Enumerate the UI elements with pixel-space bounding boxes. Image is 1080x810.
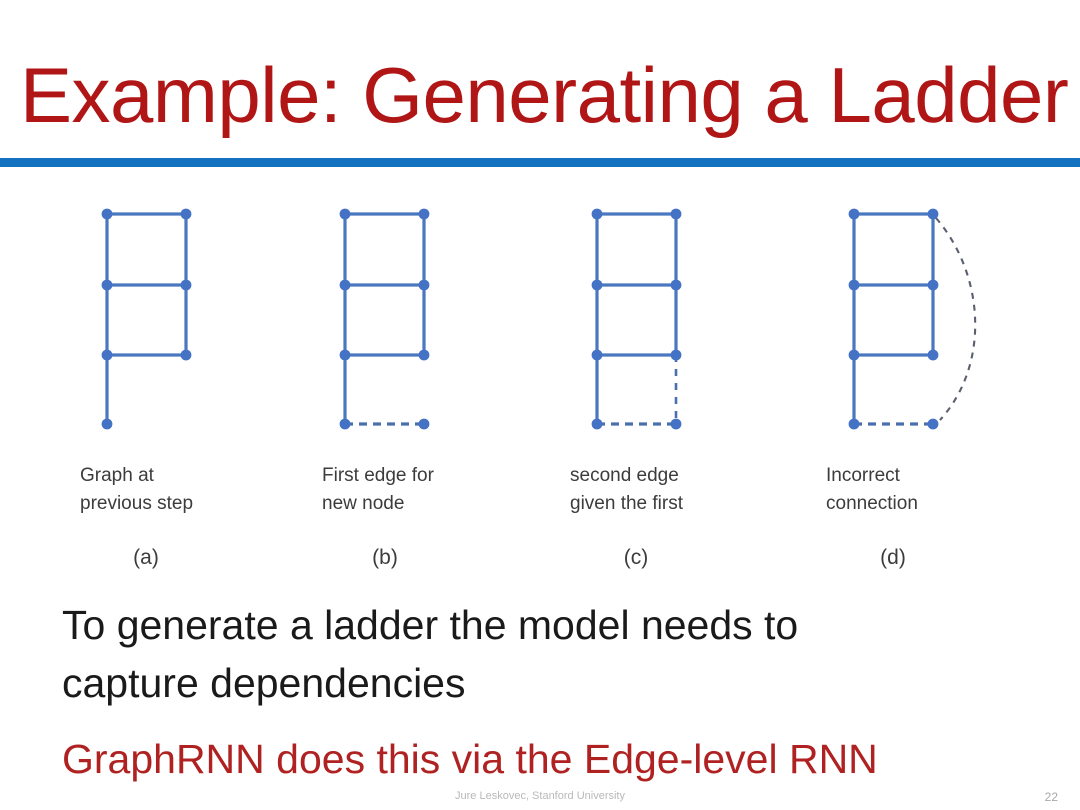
page-title: Example: Generating a Ladder xyxy=(20,51,1069,139)
panel-a-graph xyxy=(101,208,192,430)
panel-c-node xyxy=(591,349,603,361)
panel-c-node xyxy=(591,279,603,291)
panel-d-node xyxy=(927,208,939,220)
panel-a-new-node xyxy=(101,418,113,430)
panel-b-node xyxy=(339,349,351,361)
footer-credit: Jure Leskovec, Stanford University xyxy=(455,790,625,802)
panel-b-letter: (b) xyxy=(372,546,398,569)
panel-c-node xyxy=(670,208,682,220)
panel-c-graph xyxy=(591,208,682,430)
panel-b-graph xyxy=(339,208,430,430)
panel-b-node xyxy=(339,208,351,220)
panel-d-caption: Incorrect connection xyxy=(826,465,918,514)
panel-c-node xyxy=(591,208,603,220)
panel-a-node xyxy=(101,349,113,361)
ladder-figure: Graph at previous step First edge for ne… xyxy=(0,180,1080,580)
panel-d-graph xyxy=(848,208,977,430)
title-divider xyxy=(0,158,1080,167)
panel-a-caption: Graph at previous step xyxy=(80,465,194,514)
panel-b-node xyxy=(418,279,430,291)
panel-a-letter: (a) xyxy=(133,546,159,569)
panel-b-caption: First edge for new node xyxy=(322,465,434,514)
panel-a-node xyxy=(180,279,192,291)
panel-a-node xyxy=(101,208,113,220)
panel-a-node xyxy=(180,208,192,220)
slide-number: 22 xyxy=(1044,790,1058,804)
panel-d-letter: (d) xyxy=(880,546,906,569)
panel-a-node xyxy=(180,349,192,361)
panel-c-node xyxy=(591,418,603,430)
panel-d-incorrect-curved-edge xyxy=(935,217,977,421)
panel-a-node xyxy=(101,279,113,291)
body-text-primary: To generate a ladder the model needs to … xyxy=(62,602,799,706)
panel-c-node xyxy=(670,279,682,291)
panel-b-new-node xyxy=(418,418,430,430)
body-text-highlight: GraphRNN does this via the Edge-level RN… xyxy=(62,736,878,782)
panel-c-new-node xyxy=(670,418,682,430)
panel-c-caption: second edge given the first xyxy=(570,465,683,514)
ladder-diagram-svg xyxy=(101,208,977,430)
panel-d-node xyxy=(927,349,939,361)
panel-d-node xyxy=(848,208,860,220)
panel-c-node xyxy=(670,349,682,361)
panel-b-node xyxy=(339,418,351,430)
panel-d-node xyxy=(848,418,860,430)
panel-d-node xyxy=(927,279,939,291)
panel-c-letter: (c) xyxy=(623,546,649,569)
panel-b-node xyxy=(418,349,430,361)
panel-d-node xyxy=(848,279,860,291)
panel-d-node xyxy=(848,349,860,361)
panel-d-new-node xyxy=(927,418,939,430)
panel-b-node xyxy=(418,208,430,220)
panel-b-node xyxy=(339,279,351,291)
